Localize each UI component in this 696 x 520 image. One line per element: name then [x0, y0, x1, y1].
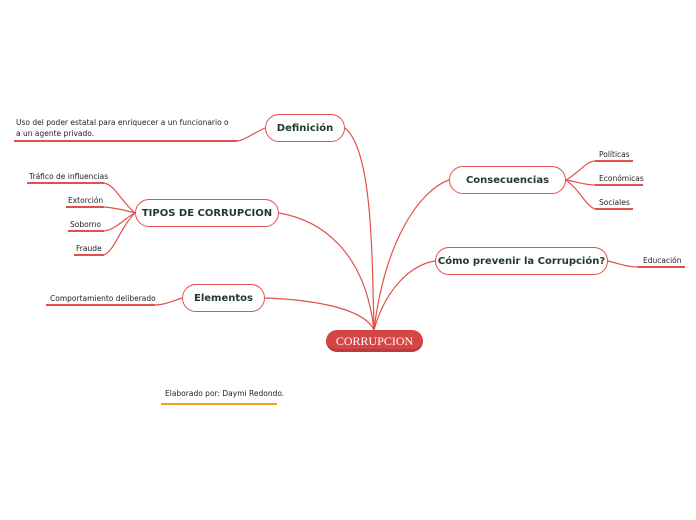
leaf-sociales-underline	[595, 208, 633, 210]
link-root-prevenir	[373, 260, 436, 331]
link-consecuencias-politicas	[565, 160, 596, 181]
topic-como-prevenir[interactable]: Cómo prevenir la Corrupción?	[435, 247, 608, 275]
leaf-educacion[interactable]: Educación	[643, 256, 682, 265]
leaf-trafico-de-influencias[interactable]: Tráfico de influencias	[29, 172, 109, 181]
topic-definicion[interactable]: Definición	[265, 114, 345, 142]
leaf-soborno[interactable]: Soborno	[70, 220, 101, 229]
link-tipos-soborno	[103, 212, 136, 232]
leaf-fraude-underline	[74, 254, 104, 256]
credit-underline	[161, 403, 277, 405]
leaf-economicas[interactable]: Económicas	[599, 174, 644, 183]
link-consecuencias-sociales	[565, 179, 596, 210]
link-definicion-text	[236, 127, 266, 142]
leaf-soborno-underline	[68, 230, 104, 232]
link-tipos-trafico	[103, 182, 136, 214]
link-root-definicion	[344, 127, 375, 331]
link-tipos-fraude	[103, 212, 136, 256]
leaf-trafico-underline	[27, 182, 104, 184]
topic-consecuencias[interactable]: Consecuencias	[449, 166, 566, 194]
topic-tipos-de-corrupcion[interactable]: TIPOS DE CORRUPCION	[135, 199, 279, 227]
central-topic-corrupcion[interactable]: CORRUPCION	[326, 330, 423, 352]
leaf-politicas[interactable]: Políticas	[599, 150, 630, 159]
topic-elementos[interactable]: Elementos	[182, 284, 265, 312]
link-prevenir-educacion	[607, 260, 639, 268]
leaf-economicas-underline	[595, 184, 643, 186]
leaf-extorcion[interactable]: Extorción	[68, 196, 104, 205]
leaf-fraude[interactable]: Fraude	[76, 244, 102, 253]
leaf-extorcion-underline	[66, 206, 104, 208]
leaf-politicas-underline	[595, 160, 633, 162]
leaf-sociales[interactable]: Sociales	[599, 198, 630, 207]
leaf-comportamiento-deliberado[interactable]: Comportamiento deliberado	[50, 294, 156, 303]
leaf-definicion-underline	[14, 140, 237, 142]
link-elementos-comportamiento	[154, 297, 183, 306]
leaf-educacion-underline	[638, 266, 685, 268]
link-root-consecuencias	[373, 179, 450, 331]
leaf-definicion-text[interactable]: Uso del poder estatal para enriquecer a …	[16, 118, 229, 138]
link-root-tipos	[278, 212, 375, 331]
link-consecuencias-economicas	[565, 179, 596, 186]
leaf-comportamiento-underline	[46, 304, 155, 306]
link-tipos-extorcion	[103, 206, 136, 214]
link-root-elementos	[264, 297, 375, 331]
credit-note[interactable]: Elaborado por: Daymi Redondo.	[165, 389, 285, 398]
